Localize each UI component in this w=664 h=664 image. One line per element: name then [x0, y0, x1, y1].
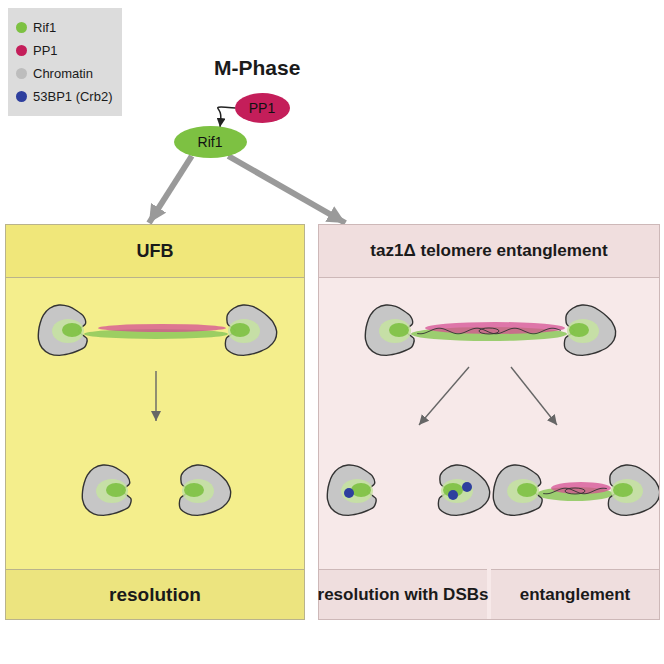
- nucleus-figure: [365, 305, 414, 355]
- nucleus-figure: [327, 465, 376, 515]
- legend-label: 53BP1 (Crb2): [33, 89, 112, 104]
- legend-row: 53BP1 (Crb2): [16, 85, 112, 108]
- legend-swatch: [16, 91, 27, 102]
- nucleus-figure: [564, 305, 615, 355]
- chromatin-bridge: [84, 324, 228, 339]
- legend-label: Rif1: [33, 20, 56, 35]
- chromatin-bridge: [537, 482, 613, 501]
- illustration: [319, 225, 659, 619]
- outcome-label: resolution with DSBs: [318, 585, 489, 605]
- protein-label: Rif1: [198, 134, 223, 150]
- nucleus-figure: [38, 305, 87, 355]
- outcome-arrow: [149, 156, 192, 223]
- nucleus-figure: [225, 305, 276, 355]
- nucleus-figure: [179, 465, 230, 515]
- nucleus-figure: [493, 465, 542, 515]
- crb2-focus: [448, 490, 458, 500]
- illustration: [6, 225, 304, 619]
- outcome-arrow: [228, 156, 345, 223]
- legend-label: Chromatin: [33, 66, 93, 81]
- crb2-focus: [344, 488, 354, 498]
- nucleus-figure: [82, 465, 131, 515]
- chromatin-bridge: [411, 322, 567, 341]
- legend-row: Rif1: [16, 16, 112, 39]
- panel-heading: taz1Δ telomere entanglement: [319, 225, 659, 278]
- outcome-label: entanglement: [520, 585, 631, 605]
- legend-box: Rif1PP1Chromatin 53BP1 (Crb2): [8, 8, 122, 116]
- crb2-focus: [462, 482, 472, 492]
- scenario-panel: UFB resolution: [5, 224, 305, 620]
- legend-swatch: [16, 68, 27, 79]
- outcome-band: resolution: [6, 569, 304, 619]
- protein-blob: Rif1: [174, 126, 247, 158]
- legend-row: Chromatin: [16, 62, 112, 85]
- outcome-arrow: [511, 367, 557, 425]
- legend-swatch: [16, 22, 27, 33]
- outcome-band: resolution with DSBs: [319, 569, 487, 619]
- diagram-title: M-Phase: [214, 56, 300, 80]
- panel-heading: UFB: [6, 225, 304, 278]
- nucleus-figure: [608, 465, 659, 515]
- protein-label: PP1: [249, 100, 276, 116]
- outcome-label: resolution: [109, 584, 201, 606]
- scenario-panel: taz1Δ telomere entanglement resolution wi…: [318, 224, 660, 620]
- legend-label: PP1: [33, 43, 58, 58]
- outcome-arrow: [155, 371, 156, 421]
- legend-row: PP1: [16, 39, 112, 62]
- outcome-band: entanglement: [491, 569, 659, 619]
- protein-blob: PP1: [235, 93, 290, 123]
- nucleus-figure: [438, 465, 489, 515]
- dephosphorylation-arrow: [218, 107, 236, 127]
- legend-swatch: [16, 45, 27, 56]
- outcome-arrow: [419, 367, 469, 425]
